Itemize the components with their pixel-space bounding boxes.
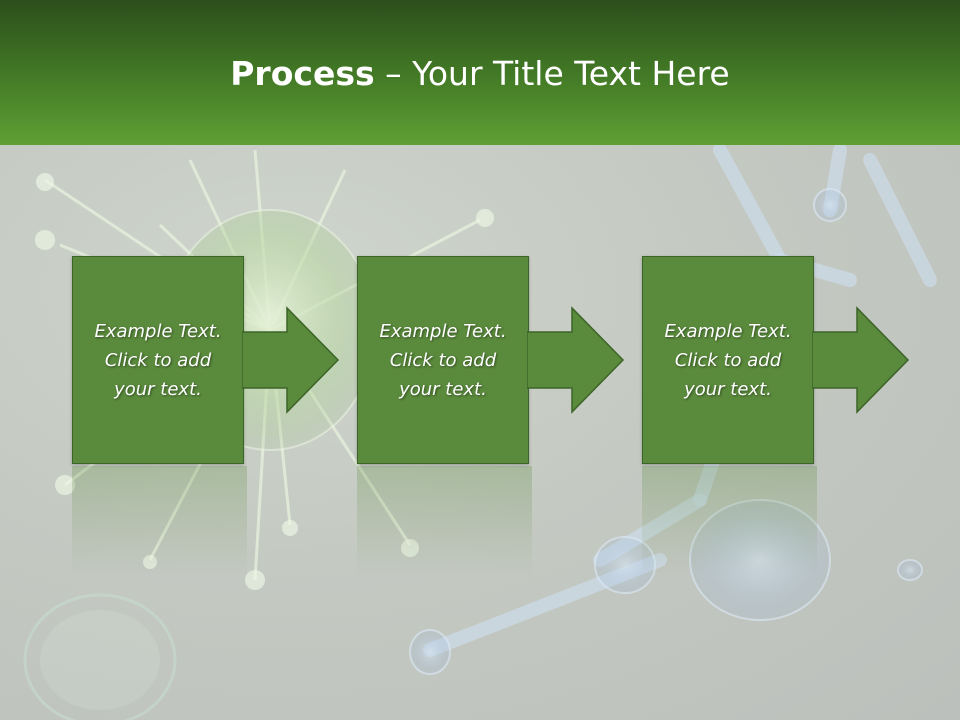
step-text[interactable]: Example Text. Click to add your text. [379,320,507,400]
arrow-right-icon [812,306,910,414]
title-bar: Process – Your Title Text Here [0,0,960,145]
step-text[interactable]: Example Text. Click to add your text. [664,320,792,400]
slide-title[interactable]: Process – Your Title Text Here [0,52,960,96]
step-2-reflection [357,466,532,576]
step-box[interactable] [642,256,814,464]
arrow-right-icon [527,306,625,414]
step-text[interactable]: Example Text. Click to add your text. [94,320,222,400]
arrow-right-icon [242,306,340,414]
process-step-1[interactable]: Example Text. Click to add your text. [72,256,340,466]
step-1-reflection [72,466,247,576]
process-step-3[interactable]: Example Text. Click to add your text. [642,256,910,466]
title-rest: – Your Title Text Here [374,54,730,93]
process-step-2[interactable]: Example Text. Click to add your text. [357,256,625,466]
title-bold: Process [230,54,375,93]
step-box[interactable] [357,256,529,464]
step-3-reflection [642,466,817,576]
step-box[interactable] [72,256,244,464]
